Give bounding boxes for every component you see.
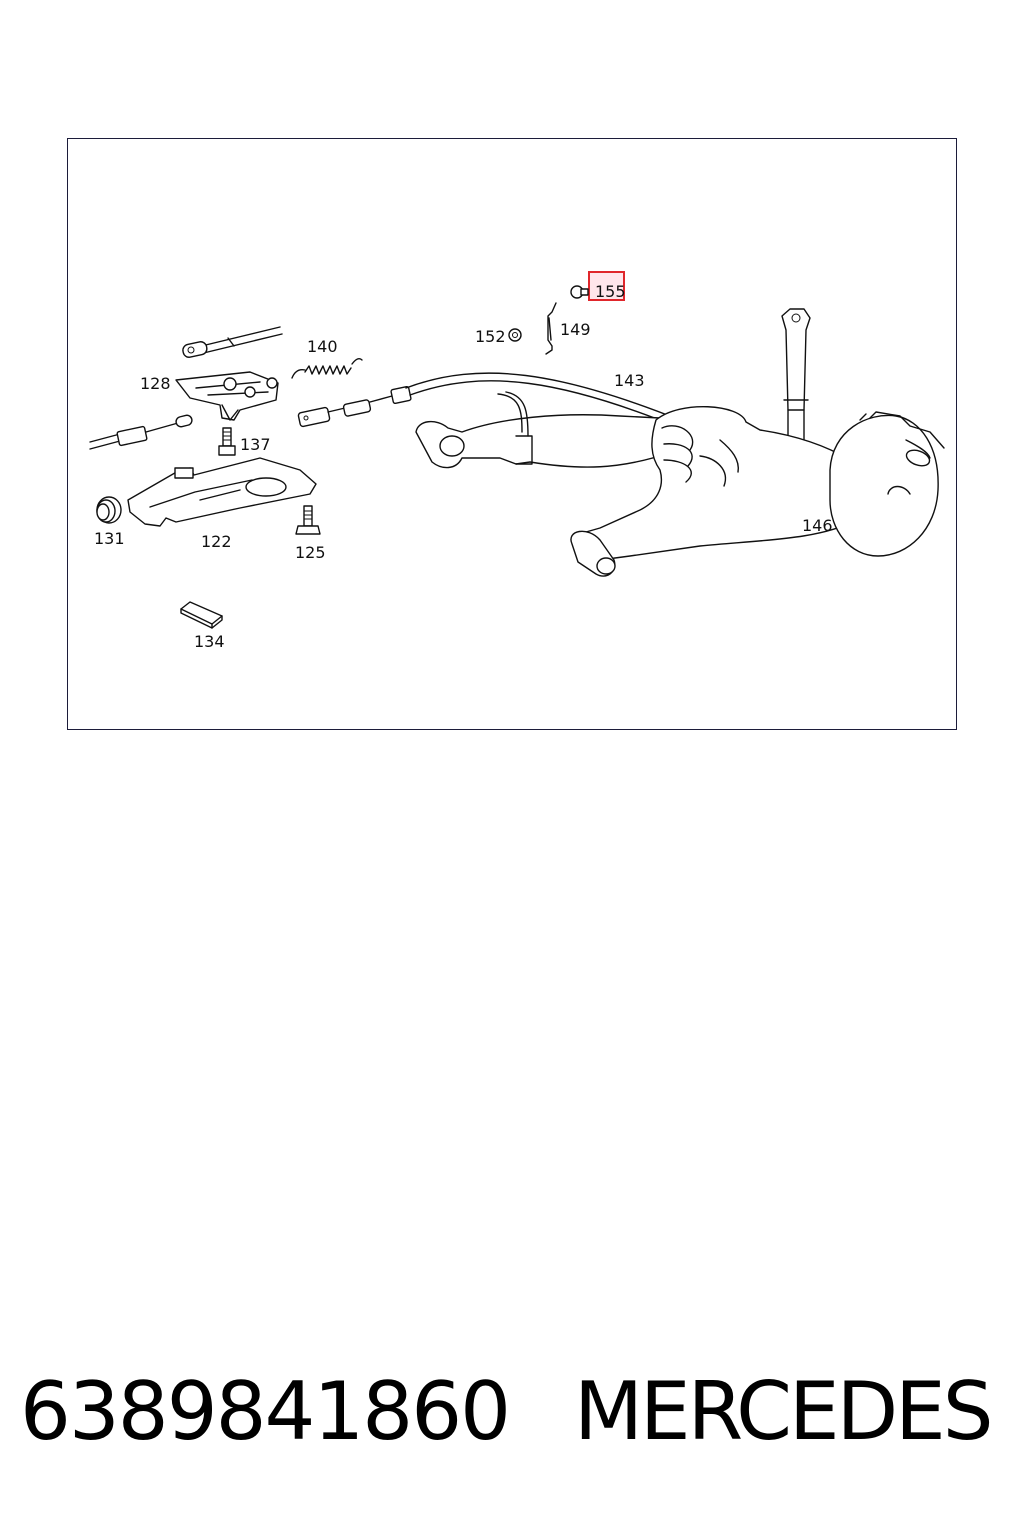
callout-146: 146: [802, 516, 833, 535]
callout-149: 149: [560, 320, 591, 339]
lever-bracket-128: [175, 371, 279, 421]
callout-128: 128: [140, 374, 171, 393]
part-number: 6389841860: [20, 1365, 511, 1458]
bolt-155: [570, 285, 589, 299]
callout-152: 152: [475, 327, 506, 346]
spring-wire-149: [545, 302, 557, 355]
bolt-137: [218, 427, 236, 456]
brand-name: MERCEDES: [574, 1365, 994, 1458]
highlight-box-155: [588, 271, 625, 301]
callout-125: 125: [295, 543, 326, 562]
callout-155: 155: [595, 282, 626, 301]
cable-lower-left: [89, 414, 193, 450]
nut-152: [508, 328, 522, 342]
callout-140: 140: [307, 337, 338, 356]
spring-140: [291, 357, 363, 379]
callout-134: 134: [194, 632, 225, 651]
callout-122: 122: [201, 532, 232, 551]
caption: 6389841860 MERCEDES: [0, 1365, 1024, 1475]
callout-137: 137: [240, 435, 271, 454]
bolt-125: [295, 505, 321, 535]
cable-upper-left: [182, 326, 283, 358]
callout-143: 143: [614, 371, 645, 390]
callout-131: 131: [94, 529, 125, 548]
rear-axle-assembly: [415, 308, 945, 577]
pad-134: [180, 601, 223, 629]
grommet-131: [96, 496, 122, 524]
diagram-frame: [67, 138, 957, 730]
bracket-plate-122: [127, 457, 317, 527]
